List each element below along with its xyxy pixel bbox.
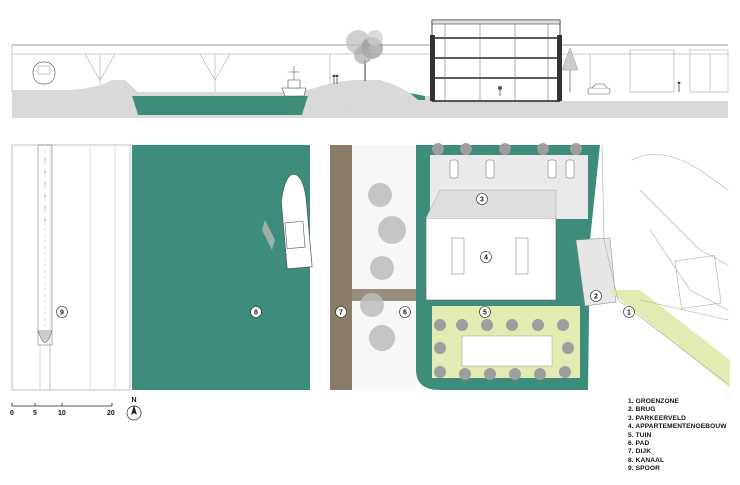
svg-text:6: 6 — [403, 310, 407, 317]
boat-icon — [281, 66, 307, 97]
marker-7: 7 — [335, 306, 347, 318]
svg-text:7: 7 — [339, 310, 343, 317]
tree-icon — [432, 143, 582, 380]
marker-9: 9 — [56, 306, 68, 318]
svg-text:4: 4 — [484, 255, 488, 262]
legend-item: 8. KANAAL — [628, 456, 665, 464]
svg-text:10: 10 — [58, 410, 66, 417]
car-icon — [587, 83, 611, 95]
apartment-section — [430, 19, 562, 102]
tree-icon — [346, 30, 383, 81]
svg-text:1: 1 — [627, 310, 631, 317]
site-plan: 1 2 3 4 5 6 7 8 9 — [11, 143, 730, 391]
marker-6: 6 — [399, 306, 411, 318]
plan-markers: 1 2 3 4 5 6 7 8 9 — [56, 193, 635, 318]
train-icon — [37, 144, 53, 390]
scale-bar: 0 5 10 20 — [10, 403, 115, 417]
svg-text:5: 5 — [483, 310, 487, 317]
svg-text:0: 0 — [10, 410, 14, 417]
marker-1: 1 — [623, 306, 635, 318]
marker-8: 8 — [250, 306, 262, 318]
legend-item: 2. BRUG — [628, 406, 656, 414]
legend-item: 1. GROENZONE — [628, 398, 680, 405]
legend: 1. GROENZONE 2. BRUG 3. PARKEERVELD 4. A… — [628, 398, 727, 474]
tree-icon — [561, 47, 579, 92]
svg-text:5: 5 — [33, 410, 37, 417]
legend-item: 7. DIJK — [628, 448, 652, 456]
svg-text:20: 20 — [107, 410, 115, 417]
legend-item: 3. PARKEERVELD — [628, 414, 686, 422]
legend-item: 4. APPARTEMENTENGEBOUW — [628, 423, 727, 431]
marker-4: 4 — [480, 251, 492, 263]
svg-text:9: 9 — [60, 310, 64, 317]
marker-2: 2 — [590, 290, 602, 302]
svg-text:8: 8 — [254, 310, 258, 317]
marker-5: 5 — [479, 306, 491, 318]
legend-item: 5. TUIN — [628, 431, 652, 439]
svg-text:N: N — [131, 397, 136, 404]
north-arrow-icon: N — [126, 397, 142, 421]
legend-item: 6. PAD — [628, 440, 650, 448]
tree-icon — [360, 183, 406, 351]
site-section — [11, 19, 729, 118]
legend-item: 9. SPOOR — [628, 465, 660, 473]
marker-3: 3 — [476, 193, 488, 205]
svg-text:2: 2 — [594, 294, 598, 301]
canal — [132, 145, 310, 390]
svg-text:3: 3 — [480, 197, 484, 204]
train-icon — [32, 61, 56, 85]
bridge — [575, 237, 617, 307]
boat-icon — [262, 173, 313, 270]
